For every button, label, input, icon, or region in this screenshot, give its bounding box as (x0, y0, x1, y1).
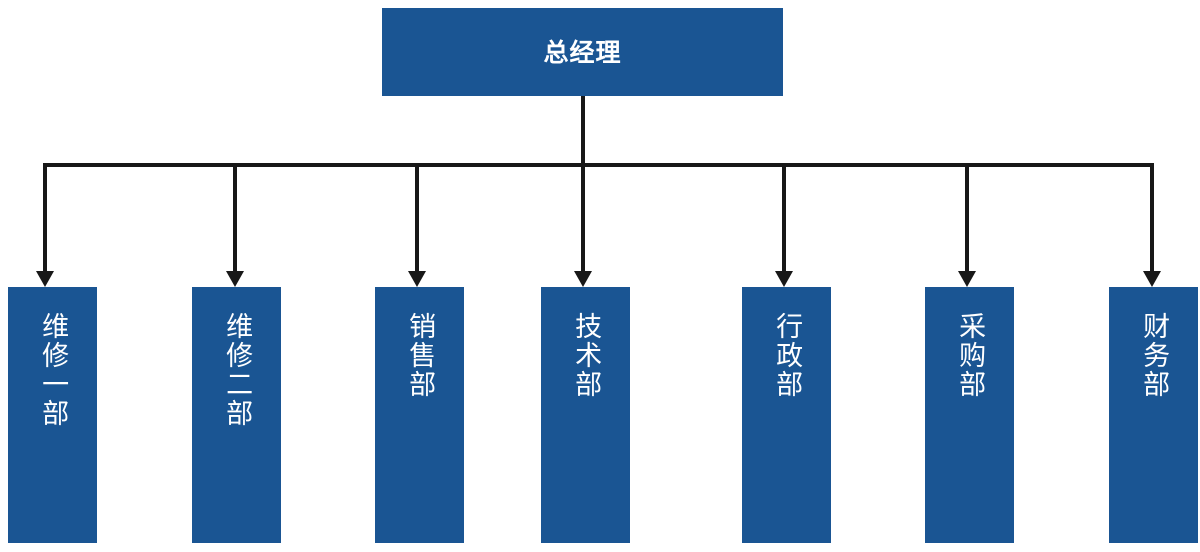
org-node-maintenance-dept-2[interactable]: 维修二部 (192, 287, 281, 543)
org-node-label: 行政部 (771, 312, 803, 399)
org-node-finance-dept[interactable]: 财务部 (1109, 287, 1198, 543)
org-node-administration-dept[interactable]: 行政部 (742, 287, 831, 543)
org-node-label: 技术部 (570, 312, 602, 399)
org-node-label: 采购部 (954, 312, 986, 399)
org-node-procurement-dept[interactable]: 采购部 (925, 287, 1014, 543)
org-node-root-label: 总经理 (543, 37, 622, 67)
arrow-head-4 (574, 271, 592, 287)
org-node-label: 维修二部 (221, 312, 253, 428)
arrow-head-3 (408, 271, 426, 287)
org-node-technical-dept[interactable]: 技术部 (541, 287, 630, 543)
org-node-label: 财务部 (1138, 312, 1170, 399)
org-node-label: 销售部 (404, 312, 436, 399)
arrow-head-1 (36, 271, 54, 287)
org-node-root[interactable]: 总经理 (382, 8, 783, 96)
arrow-head-7 (1143, 271, 1161, 287)
arrow-head-6 (958, 271, 976, 287)
org-node-maintenance-dept-1[interactable]: 维修一部 (8, 287, 97, 543)
arrow-head-5 (775, 271, 793, 287)
arrow-head-2 (226, 271, 244, 287)
org-node-label: 维修一部 (37, 312, 69, 428)
org-node-sales-dept[interactable]: 销售部 (375, 287, 464, 543)
